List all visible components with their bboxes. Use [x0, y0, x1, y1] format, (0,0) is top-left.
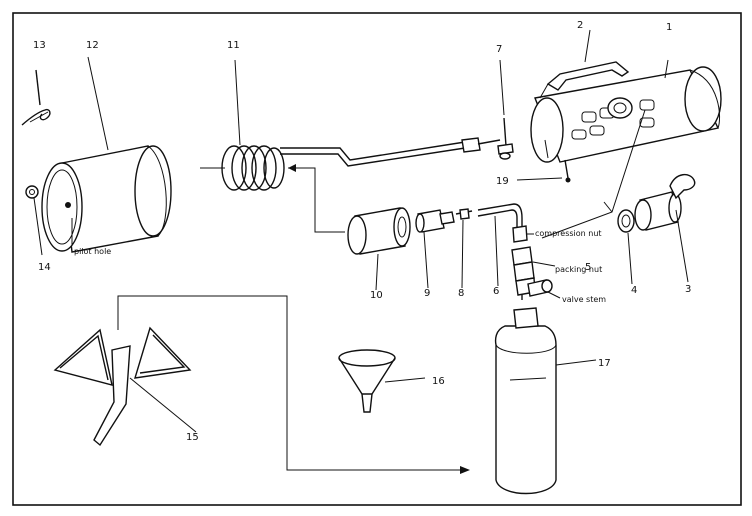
- part-16-funnel: [338, 349, 426, 413]
- part-19-screw: [516, 159, 571, 183]
- part-number-3: 3: [685, 284, 691, 295]
- flow-arrow-coil: [288, 164, 345, 233]
- part-number-13: 13: [33, 40, 46, 51]
- part-10-mesh-filter: [347, 207, 411, 291]
- label-pilot-hole: pilot hole: [74, 247, 111, 256]
- part-number-4: 4: [631, 285, 637, 296]
- part-11-coil-tube: [200, 59, 501, 191]
- part-12-heat-shield: [41, 56, 172, 253]
- part-number-12: 12: [86, 40, 99, 51]
- part-number-6: 6: [493, 286, 499, 297]
- part-17-fuel-cylinder: [494, 307, 597, 495]
- part-number-8: 8: [458, 288, 464, 299]
- part-2-handle: [539, 29, 630, 99]
- part-14-nut: [25, 185, 43, 256]
- part-15-stand: [53, 326, 197, 447]
- part-number-14: 14: [38, 262, 51, 273]
- diagram-border: [12, 12, 742, 506]
- flow-arrow-stand: [117, 295, 470, 474]
- part-number-19: 19: [496, 176, 509, 187]
- leader-arrow: [603, 201, 613, 213]
- part-number-16: 16: [432, 376, 445, 387]
- part-1-burner-body: [530, 59, 722, 163]
- part-5-valve: [511, 246, 561, 300]
- part-number-7: 7: [496, 44, 502, 55]
- part-8-nipple: [455, 208, 473, 289]
- part-13-clip: [21, 69, 51, 126]
- part-number-11: 11: [227, 40, 240, 51]
- part-3-knob: [634, 173, 696, 283]
- label-compression-nut: compression nut: [535, 229, 602, 238]
- label-packing-nut: packing nut: [555, 265, 602, 274]
- part-number-2: 2: [577, 20, 583, 31]
- part-9-jet: [415, 209, 455, 289]
- part-number-9: 9: [424, 288, 430, 299]
- part-4-washer: [617, 209, 635, 285]
- part-number-1: 1: [666, 22, 672, 33]
- part-number-10: 10: [370, 290, 383, 301]
- part-number-15: 15: [186, 432, 199, 443]
- label-valve-stem: valve stem: [562, 295, 606, 304]
- part-number-5: 5: [585, 262, 591, 273]
- part-number-17: 17: [598, 358, 611, 369]
- part-6-tube: [477, 203, 528, 287]
- part-7-screw: [497, 59, 514, 160]
